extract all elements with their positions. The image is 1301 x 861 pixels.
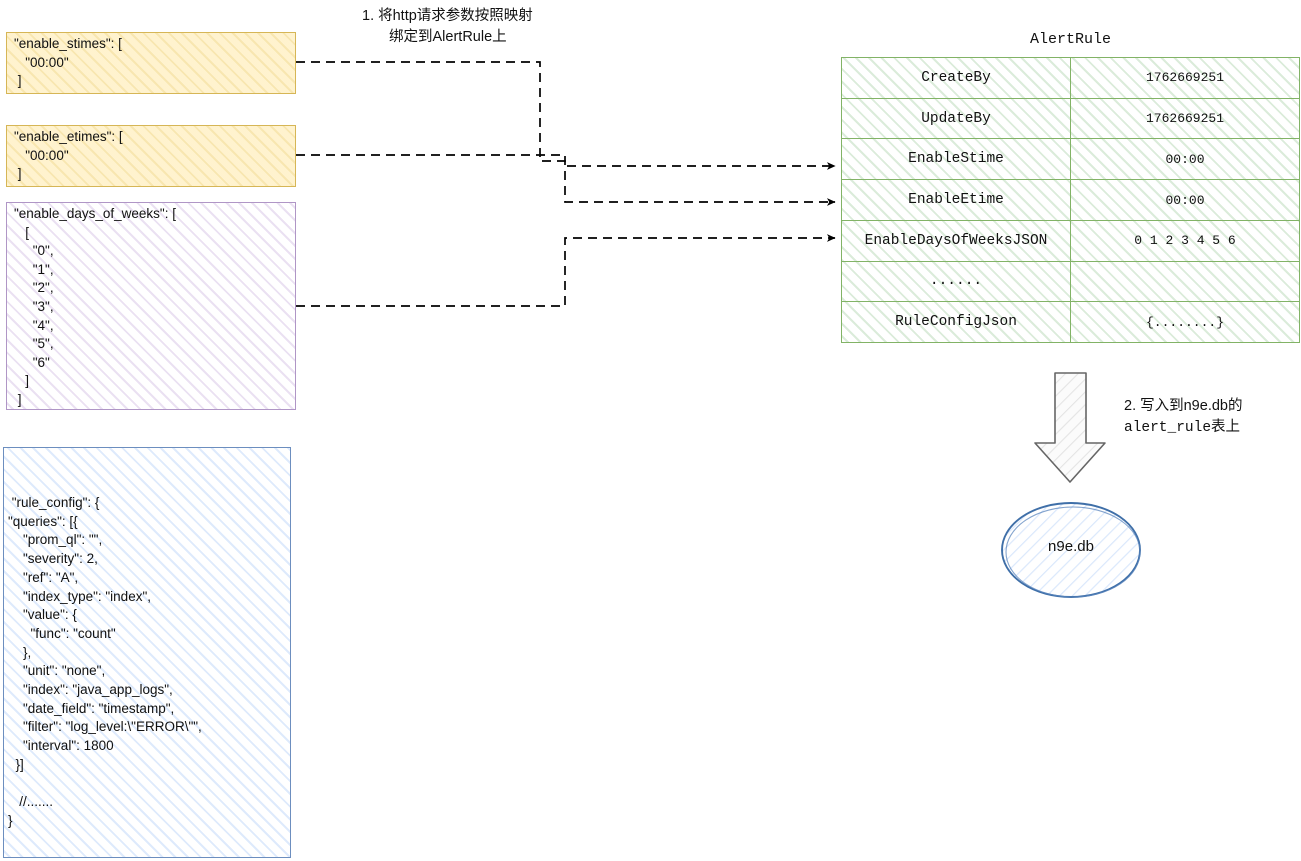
connector-days-of-weeks — [296, 234, 836, 307]
json-box-rule-config — [3, 447, 291, 858]
table-cell-value: 00:00 — [1165, 151, 1205, 167]
write-down-arrow — [1034, 372, 1106, 483]
json-box-enable-etimes-text: "enable_etimes": [ "00:00" ] — [14, 129, 123, 182]
json-box-enable-stimes — [6, 32, 296, 94]
table-cell-value: 0 1 2 3 4 5 6 — [1134, 233, 1236, 249]
connector-stimes — [296, 61, 836, 170]
table-cell-value: 00:00 — [1165, 192, 1205, 208]
table-cell-value: {........} — [1145, 314, 1224, 330]
annotation-step-1-line-1: 1. 将http请求参数按照映射 — [362, 8, 533, 24]
table-row: ...... — [842, 261, 1299, 303]
table-cell-value — [1071, 262, 1299, 302]
annotation-step-2-line-1: 2. 写入到n9e.db的 — [1124, 398, 1243, 414]
annotation-step-2-line-2: alert_rule表上 — [1124, 420, 1241, 436]
table-row: UpdateBy 1762669251 — [842, 98, 1299, 140]
table-row: RuleConfigJson {........} — [842, 302, 1299, 343]
alert-rule-title: AlertRule — [1029, 31, 1111, 48]
table-row: EnableStime 00:00 — [842, 139, 1299, 181]
table-cell-key: RuleConfigJson — [842, 302, 1071, 343]
database-label: n9e.db — [1048, 538, 1094, 555]
json-box-rule-config-text: "rule_config": { "queries": [{ "prom_ql"… — [8, 495, 202, 828]
table-cell-value: 1762669251 — [1145, 70, 1224, 86]
table-cell-key: EnableStime — [842, 139, 1071, 180]
json-box-enable-etimes — [6, 125, 296, 187]
json-box-enable-days-of-weeks-text: "enable_days_of_weeks": [ [ "0", "1", "2… — [14, 206, 176, 407]
table-cell-value: 1762669251 — [1145, 111, 1224, 127]
json-box-enable-days-of-weeks — [6, 202, 296, 410]
table-row: EnableEtime 00:00 — [842, 180, 1299, 221]
table-cell-key: EnableDaysOfWeeksJSON — [842, 220, 1071, 261]
table-cell-key: UpdateBy — [842, 98, 1071, 139]
json-box-enable-stimes-text: "enable_stimes": [ "00:00" ] — [14, 36, 122, 89]
table-cell-key: ...... — [842, 261, 1071, 302]
connector-etimes — [296, 154, 836, 206]
table-row: EnableDaysOfWeeksJSON 0 1 2 3 4 5 6 — [842, 220, 1299, 262]
alert-rule-table: CreateBy 1762669251 UpdateBy 1762669251 … — [841, 57, 1300, 343]
table-cell-key: CreateBy — [842, 58, 1071, 98]
annotation-step-1-line-2: 绑定到AlertRule上 — [389, 29, 507, 45]
table-row: CreateBy 1762669251 — [842, 58, 1299, 99]
table-cell-key: EnableEtime — [842, 180, 1071, 220]
